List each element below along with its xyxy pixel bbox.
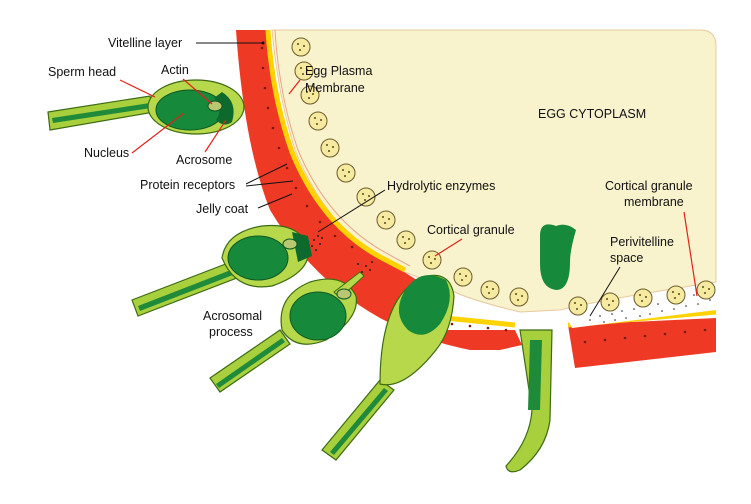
label-egg-plasma-membrane-1: Egg Plasma	[305, 64, 372, 78]
cortical-granule	[480, 280, 500, 300]
acrosome-1	[214, 92, 234, 125]
label-perivitelline-space-1: Perivitelline	[610, 235, 674, 249]
sperm-2	[131, 224, 323, 317]
label-acrosome: Acrosome	[176, 153, 232, 167]
cortical-granule	[336, 163, 356, 183]
jelly-coat-right	[568, 318, 716, 368]
cortical-granule	[308, 111, 328, 131]
cortical-granule	[356, 187, 376, 207]
label-acrosomal-process-1: Acrosomal	[203, 309, 262, 323]
cortical-granule	[376, 210, 396, 230]
cortical-granules	[291, 37, 716, 316]
sperm-3	[209, 261, 373, 393]
label-jelly-coat: Jelly coat	[196, 202, 249, 216]
acrosomal-process-tip	[336, 288, 352, 300]
cortical-granule	[300, 85, 320, 105]
nucleus-inside	[540, 224, 576, 290]
label-nucleus: Nucleus	[84, 146, 129, 160]
protein-receptor-dots	[260, 46, 707, 344]
enzyme-dots-2	[311, 235, 323, 251]
actin-2	[282, 238, 298, 250]
cortical-granule	[320, 138, 340, 158]
egg-cytoplasm	[271, 29, 717, 313]
cortical-granule	[666, 285, 686, 305]
nucleus-fusing	[398, 275, 450, 335]
label-hydrolytic-enzymes: Hydrolytic enzymes	[387, 179, 495, 193]
cortical-granule	[568, 296, 588, 316]
cortical-granule	[291, 37, 311, 57]
sperm-5	[505, 224, 576, 473]
label-acrosomal-process-2: process	[209, 325, 253, 339]
label-cortical-granule-membrane-2: membrane	[624, 195, 684, 209]
label-egg-plasma-membrane-2: Membrane	[305, 81, 365, 95]
sperm-4	[321, 274, 455, 461]
label-perivitelline-space-2: space	[610, 251, 643, 265]
label-cortical-granule: Cortical granule	[427, 223, 515, 237]
label-protein-receptors: Protein receptors	[140, 178, 235, 192]
jelly-coat	[236, 30, 522, 350]
label-actin: Actin	[161, 63, 189, 77]
cortical-granule	[509, 287, 529, 307]
label-cortical-granule-membrane-1: Cortical granule	[605, 179, 693, 193]
egg-plasma-membrane	[274, 29, 411, 267]
label-vitelline-layer: Vitelline layer	[108, 36, 182, 50]
vitelline-layer	[265, 29, 407, 273]
cortical-granule	[396, 230, 416, 250]
cortical-granule	[294, 61, 314, 81]
cortical-granule	[600, 292, 620, 312]
label-egg-cytoplasm: EGG CYTOPLASM	[538, 107, 646, 121]
cortical-granule	[696, 280, 716, 300]
enzyme-dots-3	[357, 261, 373, 273]
label-sperm-head: Sperm head	[48, 65, 116, 79]
cortical-granule	[453, 267, 473, 287]
cortical-granule	[633, 288, 653, 308]
sperm-1	[47, 79, 245, 135]
vitelline-layer-mid	[444, 315, 516, 328]
acrosome-2	[292, 232, 312, 262]
